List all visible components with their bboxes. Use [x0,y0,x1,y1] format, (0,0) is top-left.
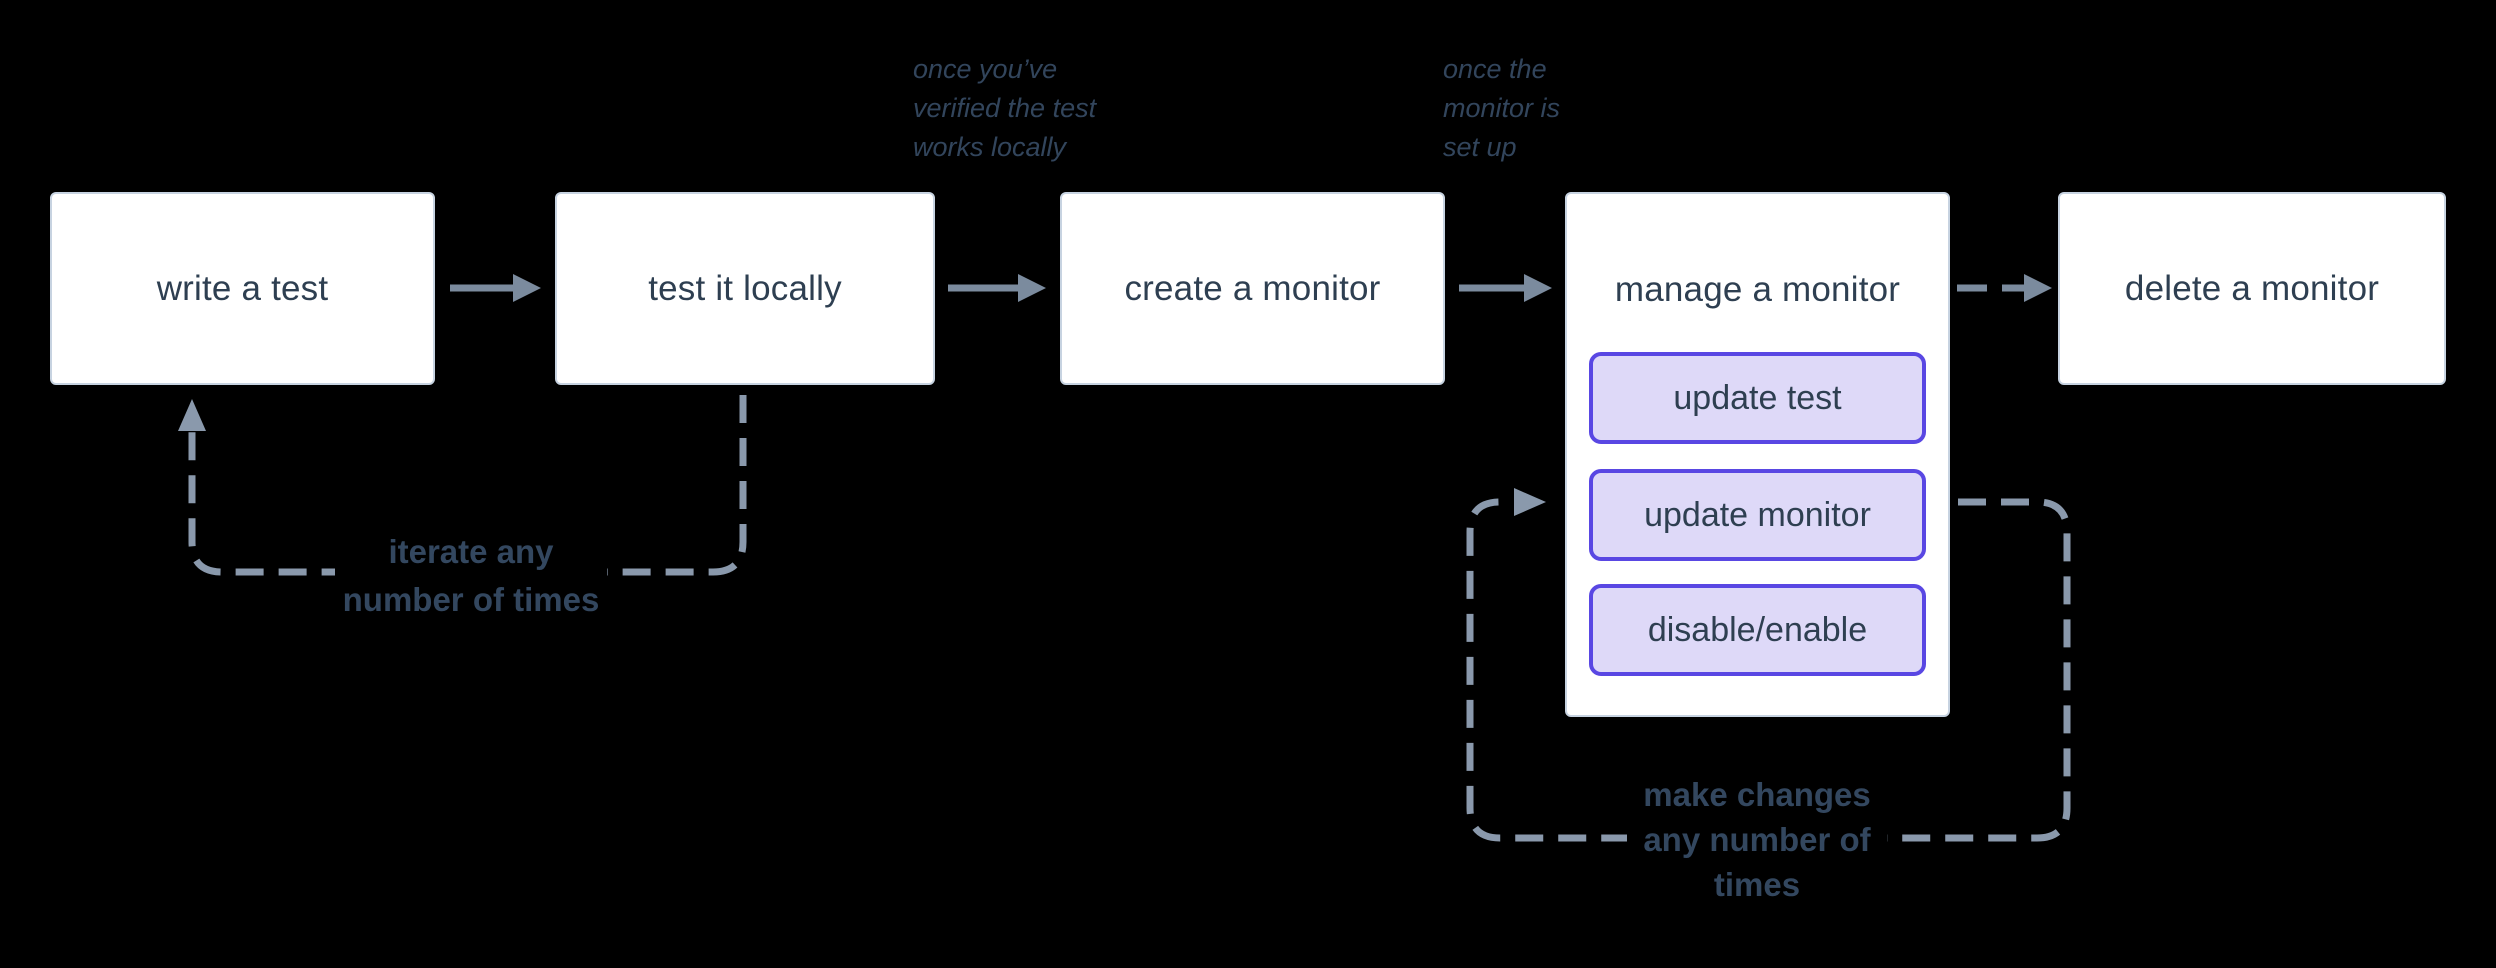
annotation-line: monitor is [1443,93,1561,123]
annotation-line: once you’ve [913,54,1058,84]
arrowhead-icon [2024,274,2052,302]
loop-label-line: iterate any [388,533,554,570]
box-label: test it locally [648,268,842,308]
loop-label-line: times [1713,866,1801,903]
sub-button-update-test: update test [1589,352,1926,444]
loop-label-line: make changes [1643,776,1871,813]
sub-button-label: disable/enable [1647,610,1868,649]
arrowhead-icon [1524,274,1552,302]
box-label: delete a monitor [2124,268,2380,308]
box-test-it-locally: test it locally [555,192,935,385]
annotation-line: works locally [913,132,1067,162]
loop-make-changes [1466,488,2071,842]
annotation-line: once the [1443,54,1547,84]
loop-label-line: number of times [342,581,600,618]
loop-label-iterate: iterate any number of times [335,528,607,624]
loop-label-line: any number of [1643,821,1871,858]
annotation-line: set up [1443,132,1517,162]
arrow-manage-to-delete [1957,274,2052,302]
sub-button-label: update monitor [1644,495,1871,534]
box-label: create a monitor [1124,268,1381,308]
arrow-create-to-manage [1459,274,1552,302]
box-label: manage a monitor [1614,270,1901,309]
annotation-verified-locally: once you’ve verified the test works loca… [913,50,1096,167]
box-manage-a-monitor: manage a monitor update test update moni… [1565,192,1950,717]
arrowhead-icon [1018,274,1046,302]
loop-label-make-changes: make changes any number of times [1627,772,1887,907]
arrowhead-icon [513,274,541,302]
arrowhead-icon [178,399,206,431]
annotation-monitor-set-up: once the monitor is set up [1443,50,1560,167]
sub-button-disable-enable: disable/enable [1589,584,1926,676]
sub-button-update-monitor: update monitor [1589,469,1926,561]
sub-button-label: update test [1673,378,1842,417]
box-label: write a test [156,268,329,308]
arrow-write-to-test [450,274,541,302]
arrowhead-icon [1514,488,1546,516]
box-write-a-test: write a test [50,192,435,385]
box-delete-a-monitor: delete a monitor [2058,192,2446,385]
annotation-line: verified the test [913,93,1097,123]
box-create-a-monitor: create a monitor [1060,192,1445,385]
arrow-test-to-create [948,274,1046,302]
